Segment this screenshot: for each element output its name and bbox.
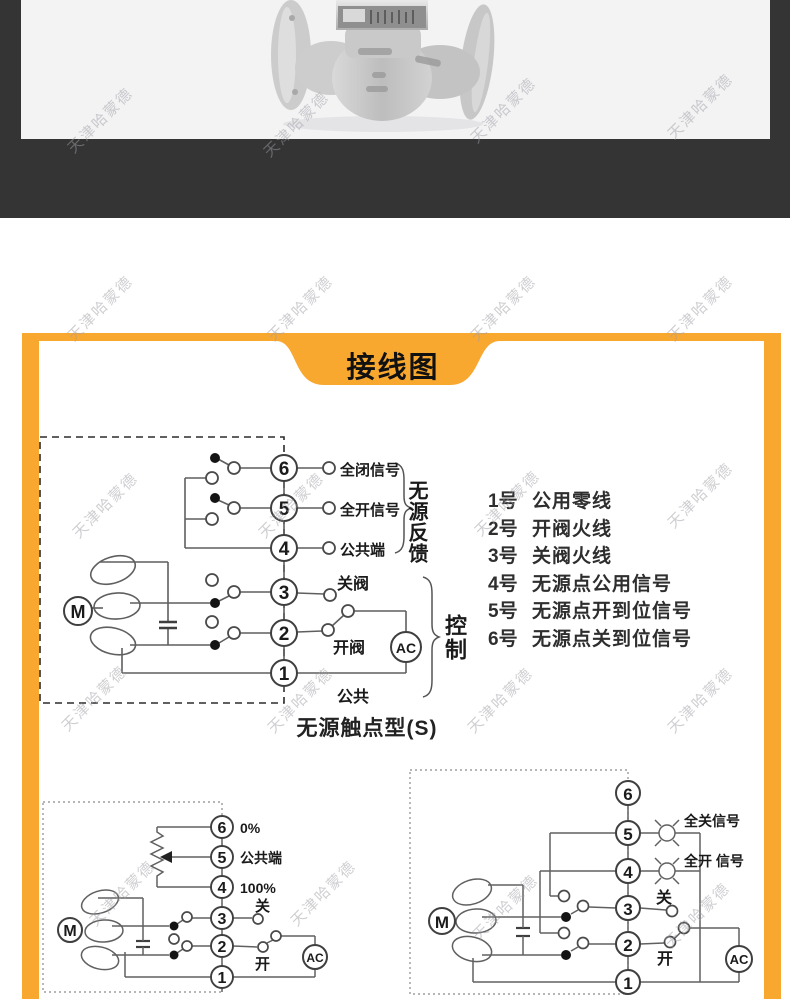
legend-terminal-number: 3号 [488,546,518,568]
legend-terminal-number: 5号 [488,601,518,623]
legend-terminal-number: 6号 [488,628,518,650]
legend-row: 3号关阀火线 [488,541,692,569]
valve-shadow [283,116,483,132]
valve-body [271,0,495,121]
legend-terminal-desc: 开阀火线 [532,518,613,540]
product-photo [21,0,770,139]
legend-terminal-number: 2号 [488,518,518,540]
legend-terminal-desc: 关阀火线 [532,546,613,568]
terminal-legend: 1号公用零线 2号开阀火线 3号关阀火线 4号无源点公用信号 5号无源点开到位信… [488,486,692,651]
legend-terminal-desc: 公用零线 [532,491,613,513]
feedback-group-label: 无源反馈 [405,480,427,564]
legend-row: 1号公用零线 [488,486,692,514]
wiring-section [22,333,781,999]
legend-terminal-desc: 无源点关到位信号 [532,628,693,650]
legend-terminal-desc: 无源点公用信号 [532,573,673,595]
control-group-label: 控制 [442,614,467,662]
legend-row: 2号开阀火线 [488,514,692,542]
diagram-caption: 无源触点型(S) [296,717,438,740]
legend-row: 5号无源点开到位信号 [488,596,692,624]
legend-row: 6号无源点关到位信号 [488,624,692,652]
section-title: 接线图 [346,352,440,384]
legend-terminal-number: 4号 [488,573,518,595]
legend-terminal-desc: 无源点开到位信号 [532,601,693,623]
valve-photo [271,0,495,132]
legend-terminal-number: 1号 [488,491,518,513]
legend-row: 4号无源点公用信号 [488,569,692,597]
